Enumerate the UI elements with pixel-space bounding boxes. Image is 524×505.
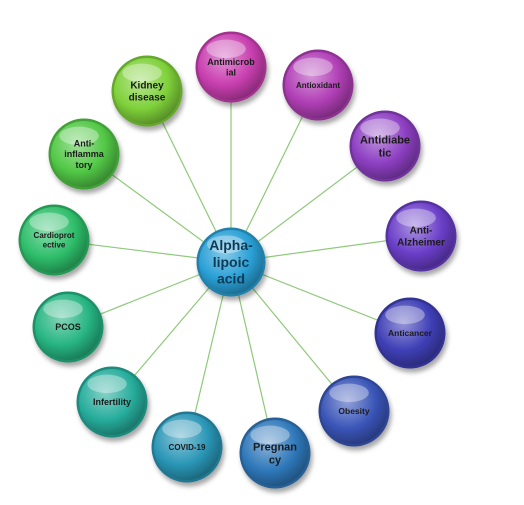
node-infertility-label-line: Infertility <box>93 397 131 407</box>
node-anti-alzheimer-highlight <box>396 208 436 228</box>
node-kidney-disease-label-line: disease <box>129 93 166 104</box>
node-pregnancy-label-line: cy <box>269 454 282 466</box>
node-anticancer-label-line: Anticancer <box>388 328 433 338</box>
node-antioxidant-highlight <box>293 57 333 77</box>
node-obesity: Obesity <box>318 375 390 447</box>
node-antidiabetic-label-line: tic <box>379 147 392 159</box>
node-kidney-disease-label-line: Kidney <box>130 81 164 92</box>
node-anticancer: Anticancer <box>374 297 446 369</box>
node-cardioprotective-label-line: ective <box>43 241 66 250</box>
node-covid-19: COVID-19 <box>151 411 223 483</box>
node-anti-alzheimer-label-line: Alzheimer <box>397 238 445 249</box>
node-anti-alzheimer: Anti-Alzheimer <box>385 200 457 272</box>
node-pcos-highlight <box>43 299 83 319</box>
center-node-label-line: lipoic <box>213 254 250 270</box>
node-anti-alzheimer-label: Anti-Alzheimer <box>397 226 445 249</box>
node-pregnancy-label-line: Pregnan <box>253 441 297 453</box>
node-anti-inflammatory-highlight <box>59 126 99 146</box>
node-covid-19-highlight <box>162 419 202 439</box>
node-antioxidant: Antioxidant <box>282 49 354 121</box>
node-cardioprotective-highlight <box>29 212 69 232</box>
node-pregnancy-highlight <box>250 425 290 445</box>
node-antimicrobial-label-line: Antimicrob <box>207 57 255 67</box>
node-anti-inflammatory-label-line: inflamma <box>64 149 105 159</box>
center-node-ball-highlight <box>207 235 246 254</box>
node-pcos-label-line: PCOS <box>55 322 81 332</box>
node-antimicrobial-label-line: ial <box>226 68 236 78</box>
node-infertility: Infertility <box>76 366 148 438</box>
node-anti-inflammatory-label-line: Anti- <box>74 138 95 148</box>
node-antimicrobial-highlight <box>206 39 246 59</box>
node-anticancer-label: Anticancer <box>388 328 433 338</box>
node-antidiabetic-highlight <box>360 118 400 138</box>
center-node-label-line: acid <box>217 271 245 287</box>
center-node-label-line: Alpha- <box>209 237 253 253</box>
node-pcos: PCOS <box>32 291 104 363</box>
node-covid-19-label-line: COVID-19 <box>169 443 206 452</box>
node-antioxidant-label-line: Antioxidant <box>296 81 340 90</box>
node-cardioprotective-label-line: Cardioprot <box>34 231 75 240</box>
node-antioxidant-label: Antioxidant <box>296 81 340 90</box>
node-covid-19-label: COVID-19 <box>169 443 206 452</box>
node-obesity-label: Obesity <box>338 406 369 416</box>
node-obesity-label-line: Obesity <box>338 406 369 416</box>
node-infertility-label: Infertility <box>93 397 131 407</box>
node-pcos-label: PCOS <box>55 322 81 332</box>
node-antidiabetic-label-line: Antidiabe <box>360 134 410 146</box>
node-kidney-disease-highlight <box>122 63 162 83</box>
node-obesity-highlight <box>329 383 369 403</box>
node-anti-alzheimer-label-line: Anti- <box>410 226 433 237</box>
node-anti-inflammatory-label-line: tory <box>75 160 92 170</box>
node-infertility-highlight <box>87 374 127 394</box>
node-anticancer-highlight <box>385 305 425 325</box>
